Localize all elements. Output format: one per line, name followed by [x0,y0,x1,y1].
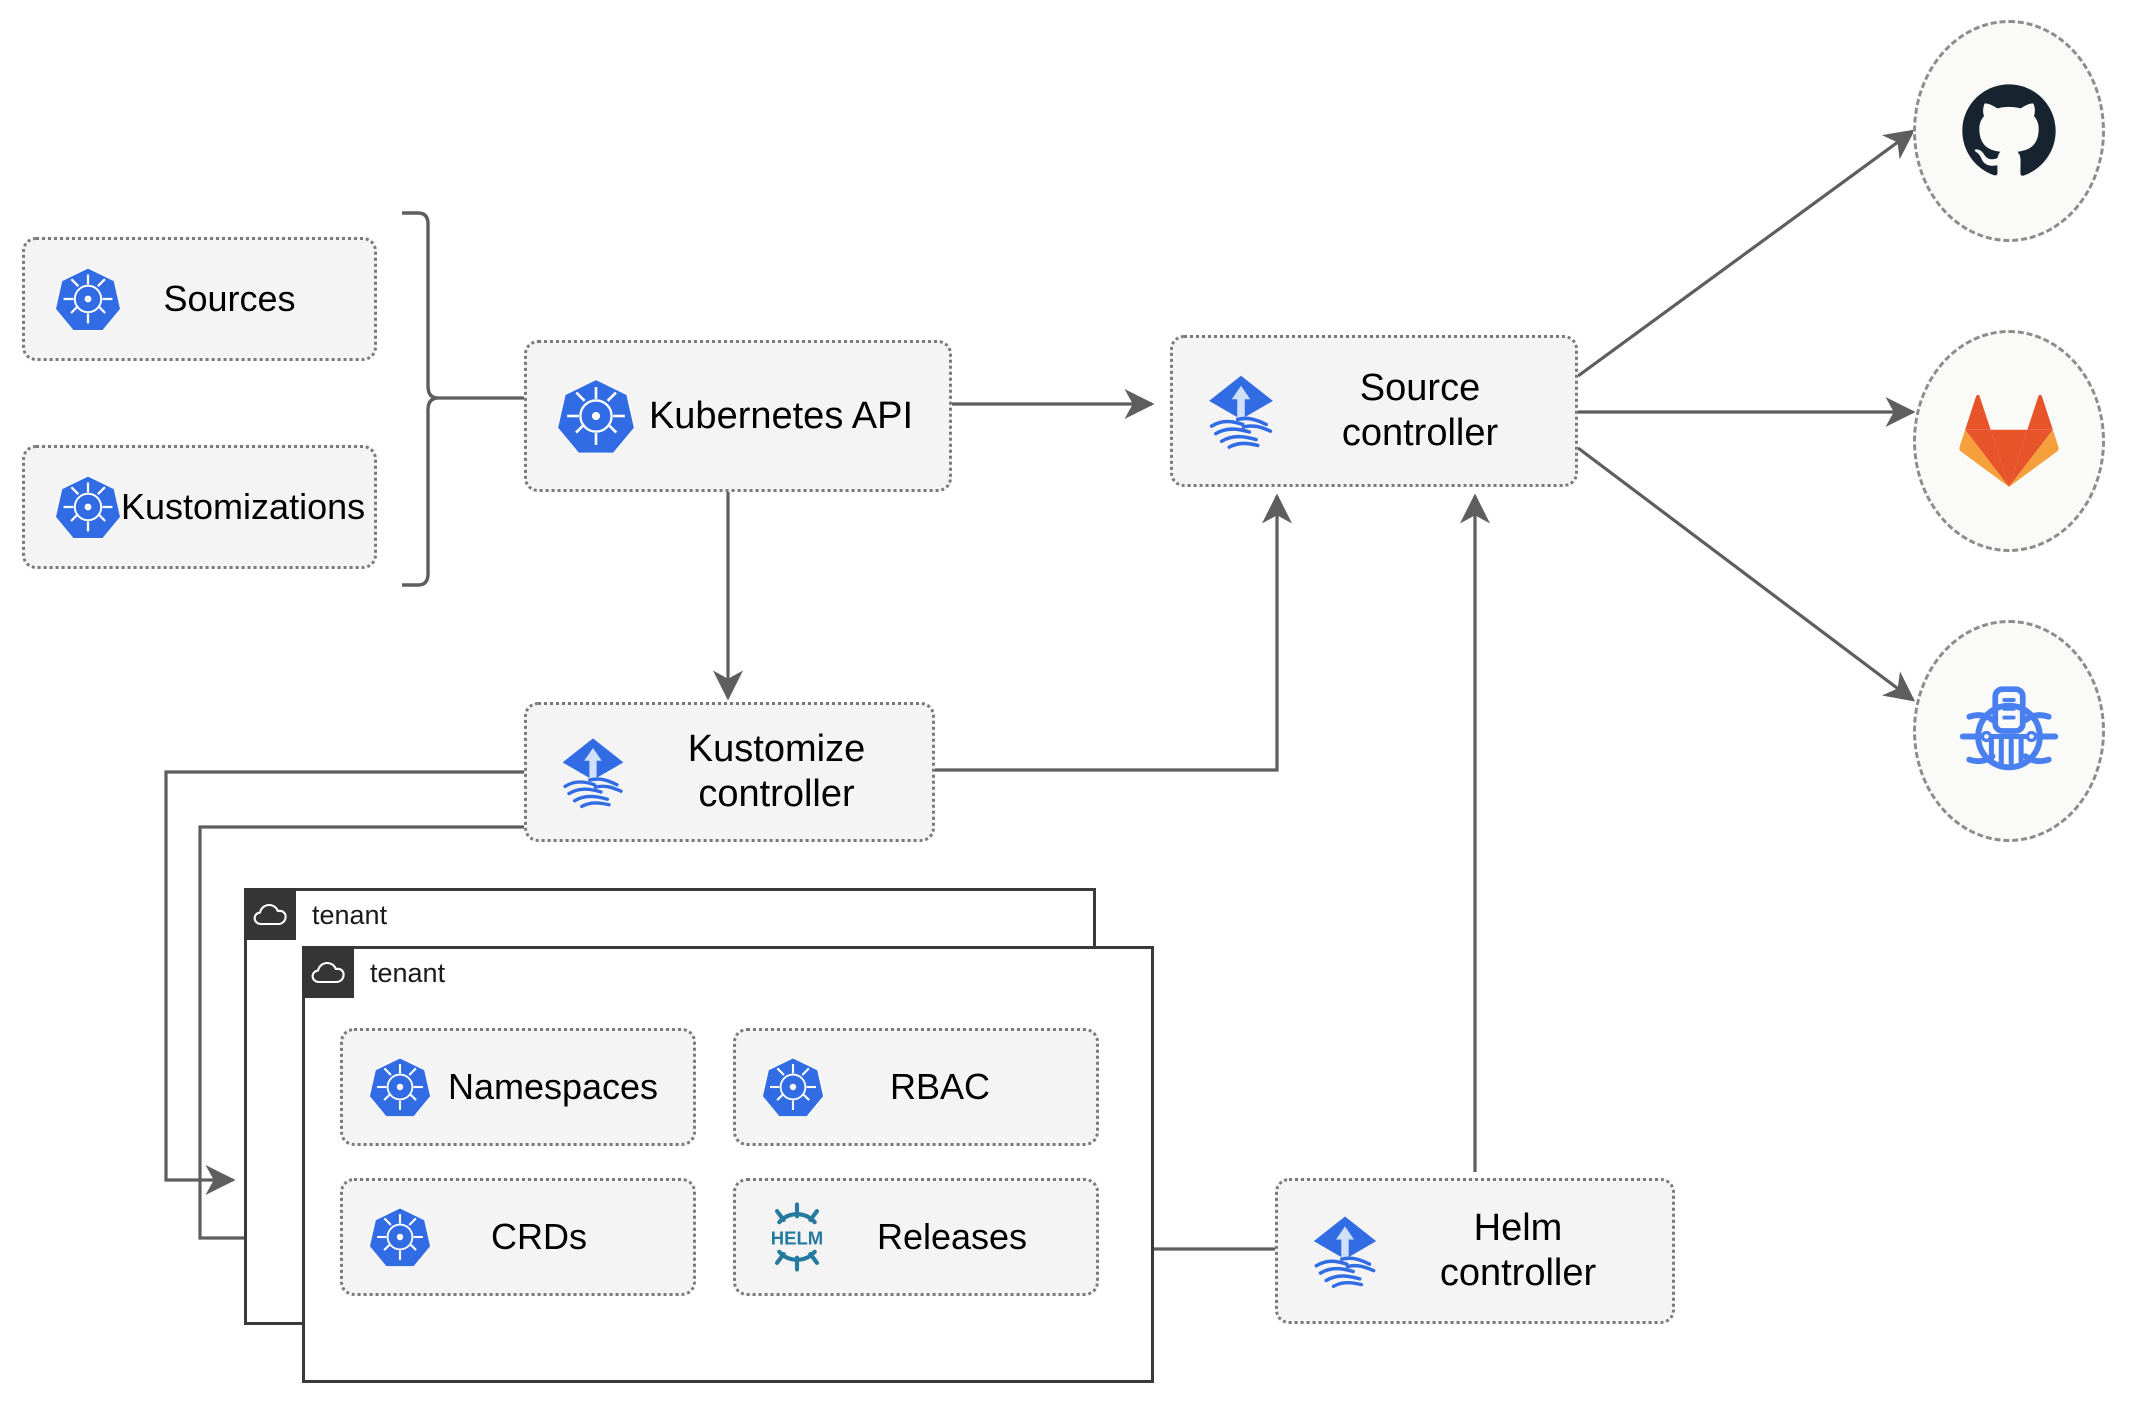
node-label: Source controller [1341,367,1499,454]
node-label: RBAC [889,1065,991,1107]
tenant-header-back [244,888,296,940]
kubernetes-icon [557,377,635,455]
node-label: Releases [876,1215,1028,1257]
helm-icon: HELM [760,1200,834,1274]
cloud-icon [311,961,345,984]
tenant-label-back: tenant [312,900,388,930]
node-crds[interactable]: CRDs [340,1178,696,1296]
harbor-icon [1959,686,2059,771]
provider-gitlab[interactable] [1913,330,2105,552]
tenant-header-front [302,946,354,998]
node-helm-controller[interactable]: Helm controller [1275,1178,1675,1324]
node-label: Kustomize controller [687,728,866,815]
edge-kustomize-to-source [935,493,1293,772]
kubernetes-icon [762,1056,824,1118]
node-rbac[interactable]: RBAC [733,1028,1099,1146]
node-kustomizations[interactable]: Kustomizations [22,445,377,569]
kubernetes-icon [369,1056,431,1118]
kubernetes-icon [55,474,121,540]
provider-github[interactable] [1913,20,2105,242]
node-releases[interactable]: HELM Releases [733,1178,1099,1296]
node-label: Namespaces [447,1065,659,1107]
edge-source-to-harbor [1577,446,1916,702]
cloud-icon [253,903,287,926]
flux-icon [1199,369,1283,453]
tenant-label-front: tenant [370,958,446,988]
node-kubernetes-api[interactable]: Kubernetes API [524,340,952,492]
node-label: Sources [163,277,296,319]
github-icon [1962,84,2056,176]
gitlab-icon [1959,394,2059,487]
group-brace [402,211,439,587]
edge-source-to-github [1577,129,1916,378]
tenant-container-front [302,946,1154,1383]
provider-harbor[interactable] [1913,620,2105,842]
node-label: CRDs [491,1215,587,1257]
node-label: Helm controller [1439,1207,1597,1294]
node-label: Kustomizations [121,485,366,527]
node-source-controller[interactable]: Source controller [1170,335,1578,487]
flux-icon [1304,1210,1386,1292]
node-sources[interactable]: Sources [22,237,377,361]
kubernetes-icon [55,266,121,332]
node-kustomize-controller[interactable]: Kustomize controller [524,702,935,842]
flux-icon [553,732,633,812]
node-label: Kubernetes API [648,394,914,437]
node-namespaces[interactable]: Namespaces [340,1028,696,1146]
svg-text:HELM: HELM [771,1227,823,1248]
kubernetes-icon [369,1206,431,1268]
